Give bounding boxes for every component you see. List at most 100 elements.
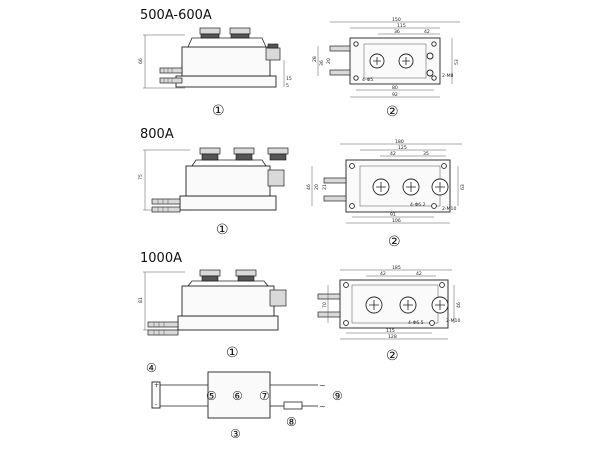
callout-side-view: ① xyxy=(226,345,239,361)
section-title-500a-600a: 500A-600A xyxy=(140,8,212,23)
water-nozzle xyxy=(329,69,351,76)
mount-hole xyxy=(431,41,437,47)
plus-sign: + xyxy=(154,382,159,389)
wiring-diagram: ④ + - ⑤ ⑥ ⑦ ~ ~ ⑨ ③ ⑧ xyxy=(146,361,343,441)
load-resistor xyxy=(283,401,303,410)
terminal-screw xyxy=(233,147,255,155)
terminal-screw xyxy=(235,269,257,277)
mount-hole xyxy=(353,75,359,81)
callout-terminal-right: ⑦ xyxy=(259,389,270,403)
terminal-screw xyxy=(229,27,251,35)
power-source xyxy=(151,381,161,409)
callout-side-view: ① xyxy=(212,103,225,119)
water-nozzle xyxy=(329,45,351,52)
dim-label: 35 xyxy=(423,151,429,157)
mount-hole xyxy=(439,282,445,288)
mount-hole xyxy=(349,203,355,209)
dim-label: 128 xyxy=(388,334,397,340)
module-outline xyxy=(339,279,449,329)
dim-label: 42 xyxy=(380,271,386,277)
hole-spec: 4-Φ5 xyxy=(362,77,373,83)
hole-spec: 2-M8 xyxy=(442,73,454,79)
module-outline xyxy=(349,37,441,85)
hole-spec: 4-Φ6.2 xyxy=(410,202,426,208)
dim-label: 92 xyxy=(392,92,398,98)
dim-label: 53 xyxy=(454,59,460,65)
housing xyxy=(181,285,275,317)
housing xyxy=(185,165,271,197)
callout-top-view: ② xyxy=(386,348,399,364)
terminal-screw xyxy=(199,269,221,277)
height-label: 66 xyxy=(138,58,144,64)
base-plate xyxy=(177,315,279,331)
dim-label: 21 xyxy=(322,184,328,190)
base-plate xyxy=(175,75,277,88)
dim-label: 150 xyxy=(392,17,401,23)
section-title-800a: 800A xyxy=(140,127,174,142)
dim-label: 91 xyxy=(390,212,396,218)
gate-screw xyxy=(426,69,434,77)
callout-top-view: ② xyxy=(388,234,401,250)
dim-label: 115 xyxy=(386,328,395,334)
gate-terminal xyxy=(267,169,285,187)
dim-label: 46 xyxy=(306,184,312,190)
water-nozzle xyxy=(147,321,179,336)
dim-label: 20 xyxy=(326,58,332,64)
mount-hole xyxy=(429,320,435,326)
side-view-800a: 75 ① xyxy=(138,147,289,238)
top-view-800a: 180 125 42 35 46 20 21 63 4-Φ6.2 2-M10 9… xyxy=(306,139,466,250)
mount-hole xyxy=(343,282,349,288)
section-title-1000a: 1000A xyxy=(140,251,182,266)
minus-sign: - xyxy=(155,401,157,408)
dim-label: 36 xyxy=(319,60,325,66)
terminal-screw xyxy=(267,147,289,155)
height-label: 81 xyxy=(138,297,144,303)
callout-module-center: ⑥ xyxy=(232,389,243,403)
mount-hole xyxy=(349,163,355,169)
dim-label: 70 xyxy=(322,302,328,308)
hole-spec: 2-M10 xyxy=(442,206,456,212)
dim-label: 185 xyxy=(392,265,401,271)
side-view-1000a: 81 ① xyxy=(138,269,287,361)
dim-label: 106 xyxy=(392,218,401,224)
callout-terminal-left: ⑤ xyxy=(206,389,217,403)
callout-top-view: ② xyxy=(386,104,399,120)
terminal-screw xyxy=(199,27,221,35)
callout-side-view: ① xyxy=(216,222,229,238)
water-nozzle xyxy=(323,195,347,202)
side-view-500a-600a: 66 15 5 ① xyxy=(138,27,292,119)
dim-label: 180 xyxy=(395,139,404,145)
hole-spec: 2-M10 xyxy=(446,318,460,324)
mount-hole xyxy=(441,163,447,169)
small-label: 5 xyxy=(286,83,289,89)
dim-label: 115 xyxy=(397,23,406,29)
water-nozzle xyxy=(151,198,181,213)
inner-outline xyxy=(363,43,427,79)
dim-label: 63 xyxy=(460,184,466,190)
mount-hole xyxy=(353,41,359,47)
mount-hole xyxy=(431,203,437,209)
ac-symbol: ~ xyxy=(319,381,326,390)
small-label: 15 xyxy=(286,76,292,82)
dim-label: 125 xyxy=(398,145,407,151)
dim-label: 42 xyxy=(424,29,430,35)
water-nozzle xyxy=(317,311,341,318)
callout-power-source: ④ xyxy=(146,361,157,375)
water-nozzle xyxy=(323,177,347,184)
water-nozzle xyxy=(317,293,341,300)
housing xyxy=(181,46,271,77)
terminal-screw xyxy=(199,147,221,155)
top-view-1000a: 185 42 42 70 46 4-Φ6.5 2-M10 115 128 ② xyxy=(317,265,462,364)
dim-label: 36 xyxy=(394,29,400,35)
gate-terminal xyxy=(265,47,281,61)
housing-top-slope xyxy=(187,37,267,48)
callout-ac-supply: ⑨ xyxy=(332,389,343,403)
dim-label: 46 xyxy=(456,302,462,308)
mount-hole xyxy=(431,75,437,81)
hole-spec: 4-Φ6.5 xyxy=(408,320,424,326)
ac-symbol: ~ xyxy=(319,402,326,411)
mount-hole xyxy=(343,320,349,326)
dim-label: 42 xyxy=(390,151,396,157)
height-label: 75 xyxy=(138,174,144,180)
